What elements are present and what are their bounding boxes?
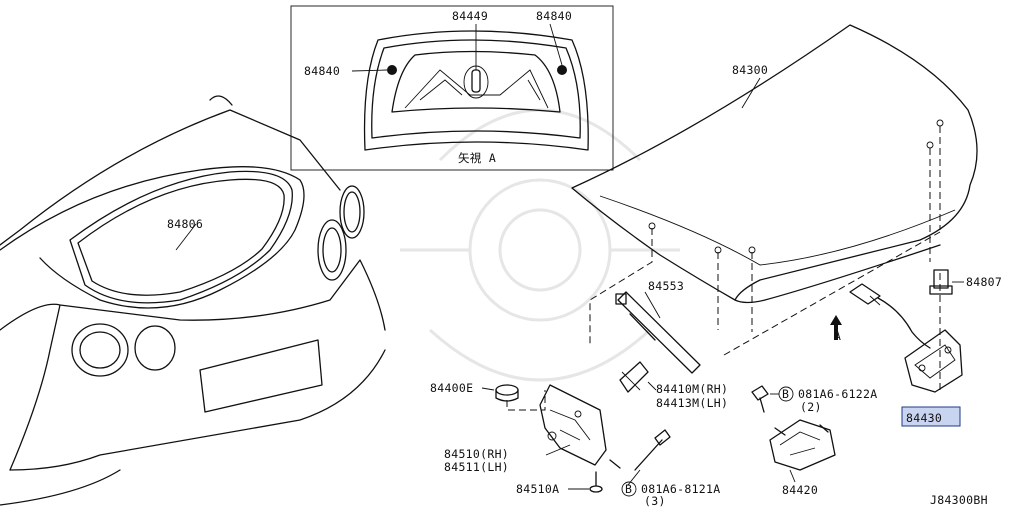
inset-view-a bbox=[290, 5, 614, 171]
label-bolt-lower-code: 081A6-8121A bbox=[641, 482, 720, 496]
label-bolt-lower-qty: (3) bbox=[644, 494, 666, 508]
label-84413M: 84413M(LH) bbox=[656, 396, 728, 410]
label-84510A: 84510A bbox=[516, 482, 559, 496]
label-84553: 84553 bbox=[648, 279, 684, 293]
strut-bracket bbox=[619, 361, 657, 393]
trunk-hinge bbox=[539, 384, 607, 466]
bumper-stop bbox=[929, 269, 964, 295]
label-84840-left: 84840 bbox=[304, 64, 340, 78]
label-84410M: 84410M(RH) bbox=[656, 382, 728, 396]
latch-cable bbox=[849, 283, 931, 349]
view-arrow bbox=[830, 315, 842, 340]
gas-strut bbox=[615, 291, 701, 374]
drawing-number: J84300BH bbox=[930, 493, 988, 507]
guide-lines bbox=[506, 126, 941, 411]
label-84300: 84300 bbox=[732, 63, 768, 77]
bolt-bubble-upper bbox=[778, 386, 794, 402]
label-bolt-upper-code: 081A6-6122A bbox=[798, 387, 877, 401]
trunk-lid bbox=[571, 24, 978, 304]
label-84430: 84430 bbox=[906, 411, 942, 425]
label-84420: 84420 bbox=[782, 483, 818, 497]
upper-bolt bbox=[751, 385, 779, 413]
label-view-a: 矢視 A bbox=[458, 151, 496, 165]
highlight-84430 bbox=[901, 406, 961, 427]
lower-bolt bbox=[609, 429, 671, 486]
label-bubble-upper: B bbox=[782, 387, 789, 401]
label-bubble-lower: B bbox=[625, 482, 632, 496]
watermark-emblem bbox=[400, 108, 680, 382]
label-84449: 84449 bbox=[452, 9, 488, 23]
label-84807: 84807 bbox=[966, 275, 1002, 289]
hinge-screw bbox=[568, 471, 603, 493]
label-84840-right: 84840 bbox=[536, 9, 572, 23]
car-rear-body bbox=[0, 95, 386, 506]
rubber-stopper bbox=[481, 384, 519, 402]
label-bolt-upper-qty: (2) bbox=[800, 400, 822, 414]
label-84511: 84511(LH) bbox=[444, 460, 509, 474]
trunk-latch bbox=[904, 329, 963, 393]
label-84806: 84806 bbox=[167, 217, 203, 231]
label-arrow-a: A bbox=[834, 329, 841, 343]
bolt-bubble-lower bbox=[621, 481, 637, 497]
label-84400E: 84400E bbox=[430, 381, 473, 395]
latch-striker bbox=[769, 419, 836, 483]
label-84510: 84510(RH) bbox=[444, 447, 509, 461]
